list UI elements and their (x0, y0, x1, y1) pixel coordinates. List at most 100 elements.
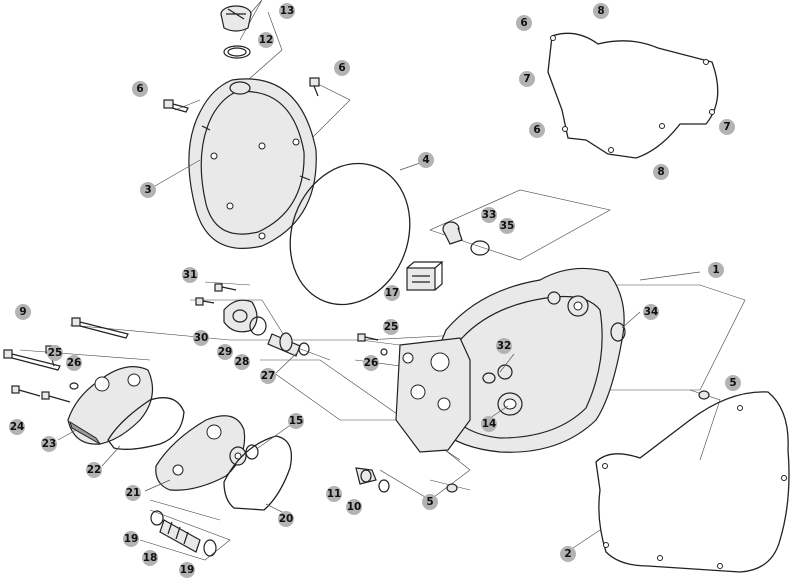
clamp-19-top (150, 510, 164, 526)
callout-33: 33 (481, 207, 497, 223)
svg-text:19: 19 (180, 564, 195, 576)
dowel-5-right (698, 390, 710, 400)
o-ring-35 (470, 240, 490, 256)
callout-14: 14 (481, 416, 497, 432)
callout-5: 5 (725, 375, 741, 391)
oil-filter-17 (406, 261, 444, 291)
svg-text:3: 3 (144, 184, 151, 196)
gasket-2 (595, 391, 790, 573)
callout-6: 6 (529, 122, 545, 138)
callout-3: 3 (140, 182, 156, 198)
svg-text:12: 12 (259, 34, 274, 46)
callout-18: 18 (142, 550, 158, 566)
callout-11: 11 (326, 486, 342, 502)
gasket-20 (223, 435, 293, 511)
svg-text:26: 26 (364, 357, 379, 369)
o-ring-12 (223, 45, 251, 59)
callout-35: 35 (499, 218, 515, 234)
bolt-25-mid (357, 333, 379, 342)
svg-text:23: 23 (42, 438, 57, 450)
svg-text:7: 7 (523, 73, 530, 85)
svg-text:5: 5 (729, 377, 736, 389)
washer-27 (298, 342, 310, 356)
assembly-guide-lines (19, 0, 746, 561)
svg-text:18: 18 (143, 552, 158, 564)
water-pump-cover-23 (67, 366, 154, 445)
callout-7: 7 (719, 119, 735, 135)
callout-34: 34 (643, 304, 659, 320)
seal-29 (249, 316, 267, 336)
shaft-28 (267, 332, 301, 357)
dowel-5-lower (446, 483, 458, 493)
callout-15: 15 (288, 413, 304, 429)
svg-text:6: 6 (136, 83, 143, 95)
gasket-8-top (547, 32, 719, 159)
svg-text:17: 17 (385, 287, 400, 299)
svg-text:32: 32 (497, 340, 512, 352)
svg-text:34: 34 (644, 306, 659, 318)
svg-text:29: 29 (218, 346, 233, 358)
callout-26: 26 (363, 355, 379, 371)
svg-text:27: 27 (261, 370, 276, 382)
bolts-31 (195, 283, 237, 306)
callout-25: 25 (47, 345, 63, 361)
callout-17: 17 (384, 285, 400, 301)
callout-1: 1 (708, 262, 724, 278)
callout-6: 6 (334, 60, 350, 76)
svg-text:30: 30 (194, 332, 209, 344)
svg-text:35: 35 (500, 220, 515, 232)
svg-text:6: 6 (338, 62, 345, 74)
filler-cap-13 (220, 5, 252, 32)
callout-31: 31 (182, 267, 198, 283)
svg-text:19: 19 (124, 533, 139, 545)
thermostat-cover-30 (223, 299, 258, 333)
svg-text:8: 8 (657, 166, 664, 178)
callout-28: 28 (234, 354, 250, 370)
callout-20: 20 (278, 511, 294, 527)
svg-text:6: 6 (533, 124, 540, 136)
callout-13: 13 (279, 3, 295, 19)
svg-text:13: 13 (280, 5, 295, 17)
gasket-4 (289, 162, 411, 306)
svg-text:14: 14 (482, 418, 497, 430)
callout-29: 29 (217, 344, 233, 360)
callout-7: 7 (519, 71, 535, 87)
callout-22: 22 (86, 462, 102, 478)
callout-8: 8 (653, 164, 669, 180)
callout-21: 21 (125, 485, 141, 501)
clamp-19-bottom (203, 539, 217, 557)
callout-23: 23 (41, 436, 57, 452)
callout-6: 6 (132, 81, 148, 97)
svg-text:28: 28 (235, 356, 250, 368)
hose-18 (159, 519, 201, 553)
svg-text:22: 22 (87, 464, 102, 476)
svg-text:6: 6 (520, 17, 527, 29)
long-bolts-9 (3, 317, 129, 371)
callout-2: 2 (560, 546, 576, 562)
callout-9: 9 (15, 304, 31, 320)
callout-30: 30 (193, 330, 209, 346)
callout-12: 12 (258, 32, 274, 48)
plug-33 (442, 221, 463, 245)
bolt-6-left (163, 99, 189, 113)
svg-text:8: 8 (597, 5, 604, 17)
seal-14 (497, 392, 523, 416)
callout-19: 19 (123, 531, 139, 547)
callout-5: 5 (422, 494, 438, 510)
svg-text:33: 33 (482, 209, 497, 221)
callout-10: 10 (346, 499, 362, 515)
washer-10 (378, 479, 390, 493)
svg-text:20: 20 (279, 513, 294, 525)
svg-text:2: 2 (564, 548, 571, 560)
clutch-cover-3 (188, 78, 317, 249)
svg-text:26: 26 (67, 357, 82, 369)
bolts-24 (11, 385, 71, 403)
washer-26-left (69, 382, 79, 390)
leader-lines (57, 159, 701, 551)
svg-text:25: 25 (384, 321, 399, 333)
engine-case-1 (395, 267, 625, 453)
callout-25: 25 (383, 319, 399, 335)
gasket-22 (107, 397, 185, 450)
bolt-6-right (309, 77, 320, 97)
